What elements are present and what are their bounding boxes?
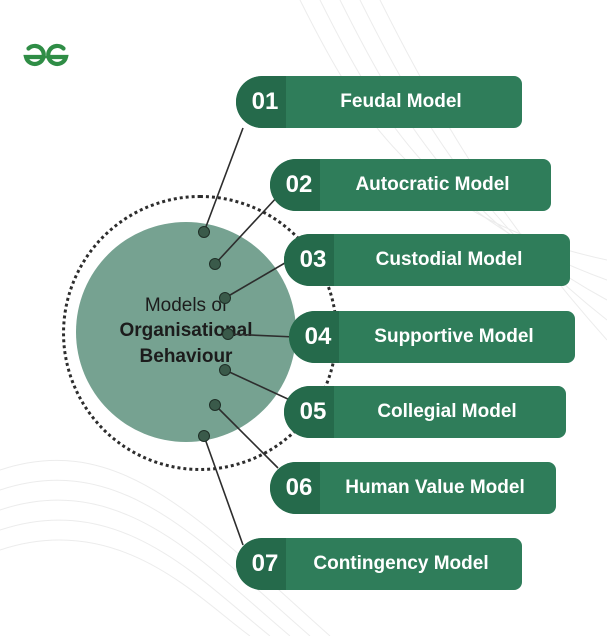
model-number: 01 bbox=[251, 88, 279, 115]
connector-dot-7 bbox=[198, 430, 210, 442]
model-pill-1: 01 Feudal Model bbox=[236, 76, 522, 128]
connector-line-6 bbox=[214, 404, 279, 469]
model-pill-6: 06 Human Value Model bbox=[270, 462, 556, 514]
model-pill-4: 04 Supportive Model bbox=[289, 311, 575, 363]
model-number: 06 bbox=[285, 474, 313, 501]
model-pill-2: 02 Autocratic Model bbox=[270, 159, 551, 211]
central-hub: Models of Organisational Behaviour bbox=[76, 222, 296, 442]
model-label: Autocratic Model bbox=[355, 174, 510, 195]
model-label: Custodial Model bbox=[375, 249, 523, 270]
model-pill-7: 07 Contingency Model bbox=[236, 538, 522, 590]
model-number: 02 bbox=[285, 171, 313, 198]
connector-dot-2 bbox=[209, 258, 221, 270]
model-number: 07 bbox=[251, 550, 279, 577]
hub-line-1: Models of bbox=[144, 295, 228, 316]
model-number: 04 bbox=[304, 323, 332, 350]
gfg-logo-icon bbox=[23, 43, 69, 67]
connector-dot-6 bbox=[209, 399, 221, 411]
connector-dot-5 bbox=[219, 364, 231, 376]
model-label: Supportive Model bbox=[374, 326, 534, 347]
model-number: 05 bbox=[299, 398, 327, 425]
model-label: Contingency Model bbox=[313, 553, 489, 574]
connector-line-5 bbox=[224, 369, 291, 401]
connector-line-2 bbox=[214, 195, 279, 265]
connector-dot-4 bbox=[222, 328, 234, 340]
model-pill-3: 03 Custodial Model bbox=[284, 234, 570, 286]
connector-line-1 bbox=[203, 127, 244, 233]
connector-dot-1 bbox=[198, 226, 210, 238]
connector-dot-3 bbox=[219, 292, 231, 304]
model-number: 03 bbox=[299, 246, 327, 273]
hub-line-3: Behaviour bbox=[139, 346, 233, 367]
connector-line-4 bbox=[227, 333, 296, 338]
connector-line-3 bbox=[224, 259, 291, 299]
model-pill-5: 05 Collegial Model bbox=[284, 386, 566, 438]
model-label: Human Value Model bbox=[345, 477, 525, 498]
model-label: Collegial Model bbox=[377, 401, 517, 422]
connector-line-7 bbox=[203, 435, 244, 546]
hub-line-2: Organisational bbox=[119, 320, 253, 341]
model-label: Feudal Model bbox=[340, 91, 462, 112]
